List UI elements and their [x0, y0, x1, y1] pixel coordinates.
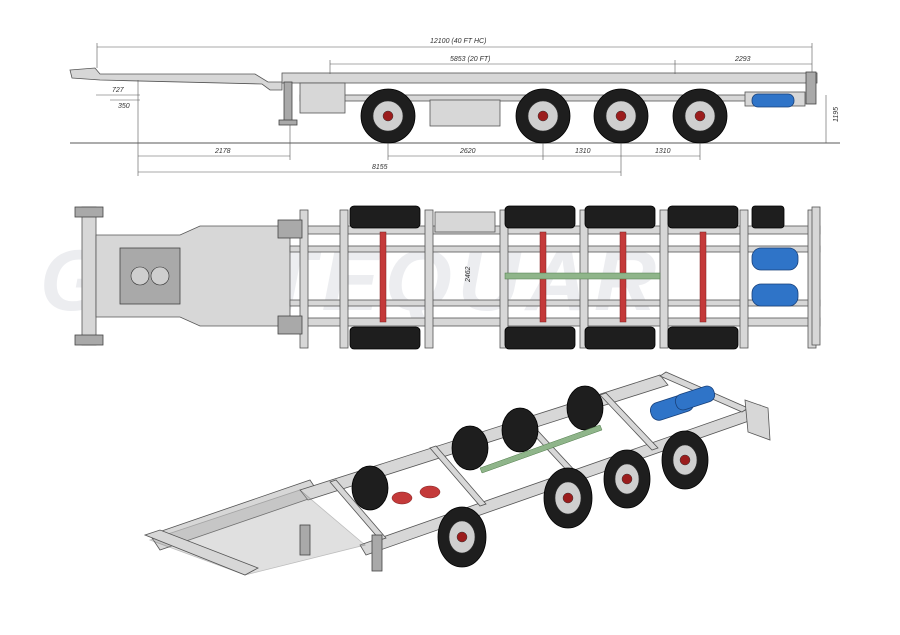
isometric-view — [143, 371, 771, 576]
iso-rear-beam — [744, 399, 771, 441]
side-gooseneck — [69, 67, 283, 91]
top-wheels-upper — [349, 205, 739, 229]
iso-green-link — [479, 424, 603, 474]
iso-red-airbag-1 — [391, 491, 413, 505]
iso-front-beam — [143, 529, 259, 576]
side-wheel-1 — [360, 88, 416, 144]
dim-727: 727 — [112, 87, 125, 94]
dim-rear-overhang: 2293 — [734, 56, 751, 63]
axle-1 — [379, 231, 387, 323]
top-front-beam — [81, 206, 97, 346]
iso-wheel-4 — [661, 430, 709, 490]
top-rear-box — [751, 205, 785, 229]
top-view: 2462 — [74, 205, 821, 350]
iso-wheel-3 — [603, 449, 651, 509]
dim-width-2462: 2462 — [465, 266, 472, 283]
side-wheel-3 — [593, 88, 649, 144]
dim-2178: 2178 — [214, 148, 231, 155]
side-wheel-2 — [515, 88, 571, 144]
side-rear-post — [805, 71, 817, 105]
dim-350: 350 — [118, 103, 130, 110]
iso-wheels-far — [351, 385, 604, 511]
iso-wheel-1 — [437, 506, 487, 568]
dim-1310-b: 1310 — [655, 148, 671, 155]
landing-gear — [283, 81, 293, 123]
green-link — [504, 272, 661, 280]
dim-container-20ft: 5853 (20 FT) — [450, 56, 490, 63]
iso-red-airbag-2 — [419, 485, 441, 499]
top-kingpin-plate — [119, 247, 181, 305]
dim-2620: 2620 — [459, 148, 476, 155]
side-wheel-4 — [672, 88, 728, 144]
side-view: 12100 (40 FT HC) 5853 (20 FT) 2293 727 3… — [69, 38, 840, 176]
air-tank-2 — [751, 283, 799, 307]
iso-tank-2 — [674, 385, 716, 411]
air-tank-1 — [751, 247, 799, 271]
top-toolbox — [434, 211, 496, 233]
side-support-box — [299, 82, 346, 114]
top-rear-beam — [811, 206, 821, 346]
top-wheels-lower — [349, 326, 739, 350]
dim-overall-length: 12100 (40 FT HC) — [430, 38, 486, 45]
side-tank — [751, 93, 795, 108]
dim-1310-a: 1310 — [575, 148, 591, 155]
side-front-beam — [281, 72, 818, 84]
side-toolbox — [429, 99, 501, 127]
axle-4 — [699, 231, 707, 323]
dim-8155: 8155 — [372, 164, 388, 171]
landing-gear-foot — [278, 119, 298, 126]
iso-wheel-2 — [543, 467, 593, 529]
dim-1195: 1195 — [833, 107, 840, 122]
